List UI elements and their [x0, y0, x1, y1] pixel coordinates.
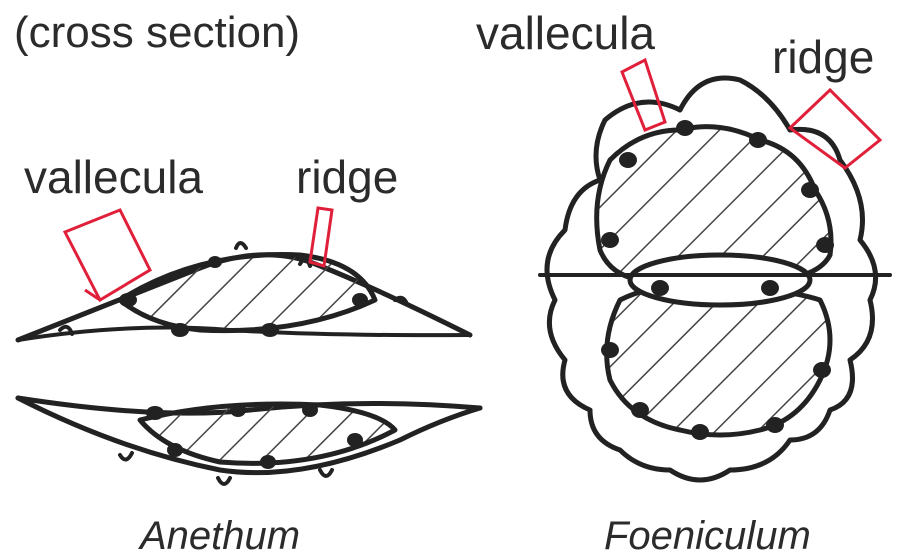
anethum-lower-mericarp	[18, 398, 480, 484]
foeniculum-caption: Foeniculum	[604, 514, 811, 559]
anethum-vallecula-pointer	[65, 210, 150, 300]
foeniculum-fruit	[540, 78, 890, 480]
anethum-caption: Anethum	[140, 514, 300, 559]
foeniculum-vallecula-pointer	[622, 60, 665, 130]
